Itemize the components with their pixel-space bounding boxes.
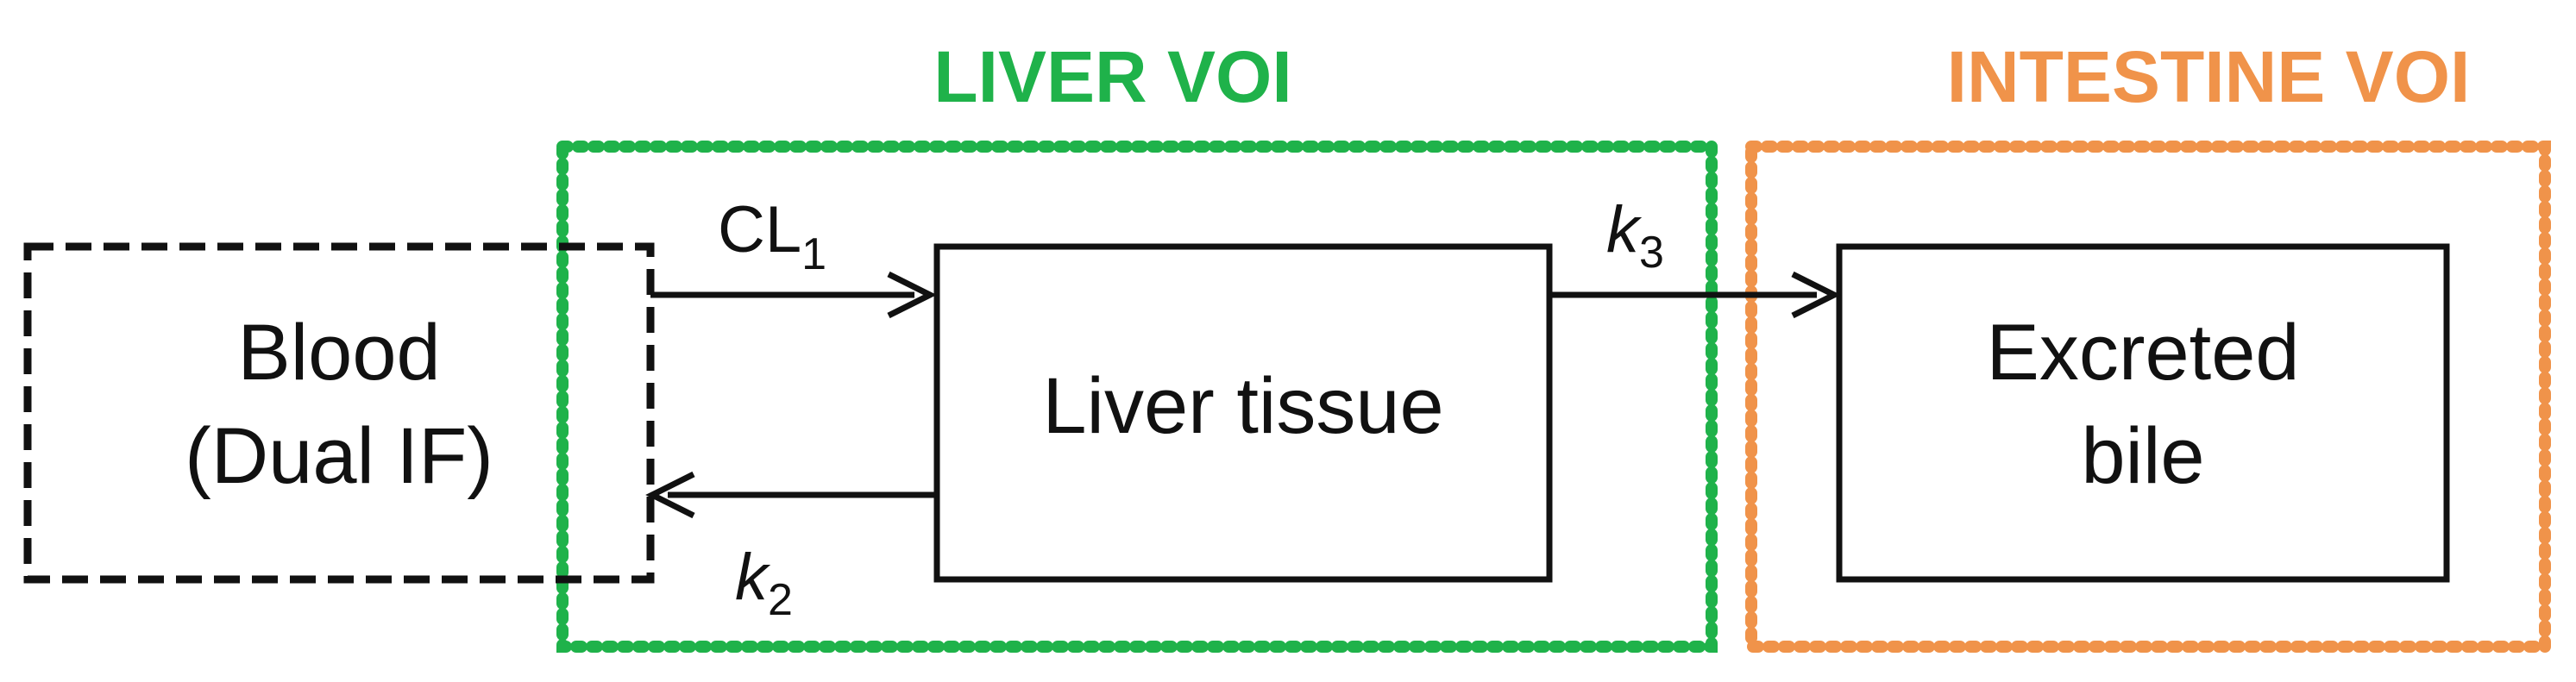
cl1-arrow — [650, 271, 937, 319]
k3-label: k3 — [1606, 193, 1664, 278]
blood-label-line2: (Dual IF) — [185, 412, 493, 500]
cl1-label: CL1 — [718, 193, 826, 279]
liver-tissue-label: Liver tissue — [1042, 362, 1443, 450]
liver-tissue-compartment — [933, 243, 1553, 583]
k2-arrow — [645, 471, 937, 519]
liver-voi-title: LIVER VOI — [933, 36, 1291, 117]
intestine-voi-title: INTESTINE VOI — [1947, 36, 2471, 117]
intestine-voi-region — [1745, 141, 2551, 653]
blood-compartment — [23, 242, 655, 584]
liver-voi-region — [556, 141, 1718, 653]
k2-label: k2 — [735, 541, 793, 625]
bile-label-line1: Excreted — [1986, 309, 2299, 397]
excreted-bile-compartment — [1836, 243, 2450, 583]
blood-label-line1: Blood — [237, 309, 440, 397]
bile-label-line2: bile — [2081, 412, 2204, 500]
k3-arrow — [1549, 271, 1841, 319]
